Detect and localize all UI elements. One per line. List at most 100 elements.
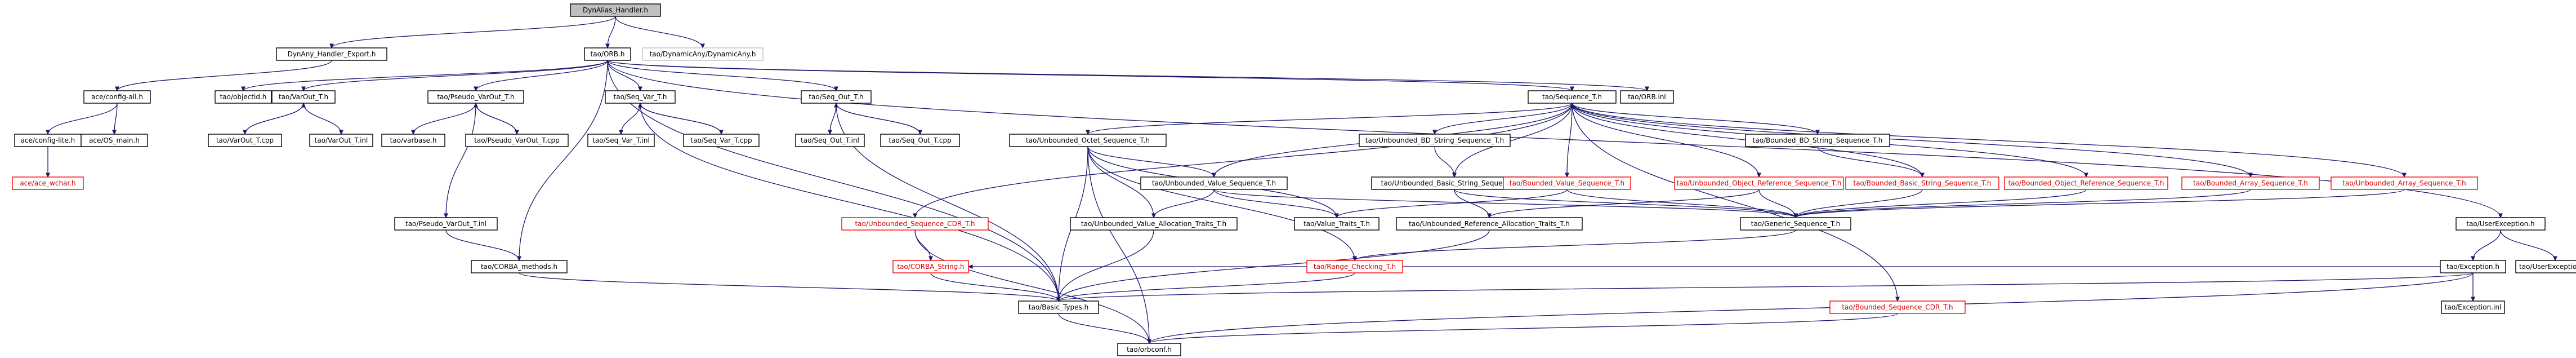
node-unb-seq-cdr[interactable]: tao/Unbounded_Sequence_CDR_T.h: [841, 217, 989, 231]
node-corba-methods[interactable]: tao/CORBA_methods.h: [471, 260, 568, 273]
node-bd-bd-string[interactable]: tao/Bounded_BD_String_Sequence_T.h: [1745, 134, 1890, 147]
node-bd-seq-cdr[interactable]: tao/Bounded_Sequence_CDR_T.h: [1829, 300, 1966, 314]
node-pseudo-varout[interactable]: tao/Pseudo_VarOut_T.h: [427, 90, 524, 104]
node-os-main[interactable]: ace/OS_main.h: [81, 134, 148, 147]
node-exception[interactable]: tao/Exception.h: [2440, 260, 2506, 273]
edge-dynany_export-to-config_all: [115, 60, 332, 92]
node-label: tao/Unbounded_Object_Reference_Sequence_…: [1677, 179, 1842, 187]
node-label: tao/Seq_Out_T.h: [809, 93, 863, 101]
node-label: tao/Exception.inl: [2445, 303, 2502, 311]
edge-orb-to-objectid: [241, 60, 608, 92]
edge-unb_value_seq-to-unb_value_alloc: [1151, 189, 1215, 219]
node-label: tao/UserException.inl: [2519, 263, 2576, 271]
edge-exception-to-exception_inl: [2471, 273, 2475, 302]
edge-unb_basic_string-to-unb_ref_alloc: [1454, 189, 1492, 219]
edge-range_checking-to-basic_types: [1056, 272, 1355, 302]
node-config-all[interactable]: ace/config-all.h: [83, 90, 151, 104]
node-unb-value-alloc[interactable]: tao/Unbounded_Value_Allocation_Traits_T.…: [1070, 217, 1238, 231]
node-sequence[interactable]: tao/Sequence_T.h: [1528, 90, 1617, 104]
edge-config_all-to-os_main: [112, 103, 118, 135]
node-pseudo-varout-inl[interactable]: tao/Pseudo_VarOut_T.inl: [394, 217, 498, 231]
node-seq-var-cpp[interactable]: tao/Seq_Var_T.cpp: [683, 134, 760, 147]
edge-sequence-to-bd_value_seq: [1565, 103, 1573, 178]
node-seq-var-inl[interactable]: tao/Seq_Var_T.inl: [587, 134, 655, 147]
node-seq-var[interactable]: tao/Seq_Var_T.h: [605, 90, 676, 104]
edge-sequence-to-unb_array: [1572, 103, 2407, 178]
edge-seq_out_cpp-to-seq_out: [834, 102, 921, 135]
node-bd-basic-string[interactable]: tao/Bounded_Basic_String_Sequence_T.h: [1845, 176, 1999, 190]
node-label: ace/config-all.h: [91, 93, 143, 101]
edge-sequence-to-bd_seq_cdr: [1572, 103, 1900, 302]
node-range-checking[interactable]: tao/Range_Checking_T.h: [1306, 260, 1403, 273]
node-exception-inl[interactable]: tao/Exception.inl: [2441, 300, 2505, 314]
node-ace-wchar[interactable]: ace/ace_wchar.h: [12, 176, 84, 190]
node-bd-value-seq[interactable]: tao/Bounded_Value_Sequence_T.h: [1503, 176, 1631, 190]
node-label: tao/VarOut_T.inl: [315, 136, 368, 144]
node-varout-cpp[interactable]: tao/VarOut_T.cpp: [208, 134, 282, 147]
edge-sequence-to-bd_array: [1572, 103, 2253, 178]
node-orb-inl[interactable]: tao/ORB.inl: [1620, 90, 1674, 104]
node-unb-array[interactable]: tao/Unbounded_Array_Sequence_T.h: [2331, 176, 2478, 190]
node-corba-string[interactable]: tao/CORBA_String.h: [892, 260, 969, 273]
node-value-traits[interactable]: tao/Value_Traits_T.h: [1294, 217, 1379, 231]
file-nodes: DynAlias_Handler.hDynAny_Handler_Export.…: [12, 3, 2576, 356]
node-label: tao/Seq_Var_T.cpp: [690, 136, 752, 144]
node-varout[interactable]: tao/VarOut_T.h: [271, 90, 336, 104]
node-label: tao/Generic_Sequence_T.h: [1751, 220, 1841, 228]
edge-config_lite-to-ace_wchar: [46, 147, 50, 178]
node-varout-inl[interactable]: tao/VarOut_T.inl: [309, 134, 373, 147]
node-orbconf[interactable]: tao/orbconf.h: [1117, 343, 1181, 356]
node-user-exception-inl[interactable]: tao/UserException.inl: [2515, 260, 2576, 273]
node-label: tao/Unbounded_Value_Allocation_Traits_T.…: [1081, 220, 1226, 228]
node-seq-out[interactable]: tao/Seq_Out_T.h: [801, 90, 872, 104]
node-label: tao/Unbounded_Reference_Allocation_Trait…: [1409, 220, 1570, 228]
node-objectid[interactable]: tao/objectid.h: [215, 90, 272, 104]
edge-unb_objref-to-unb_ref_alloc: [1487, 189, 1760, 219]
node-config-lite[interactable]: ace/config-lite.h: [14, 134, 82, 147]
node-pseudo-varout-cpp[interactable]: tao/Pseudo_VarOut_T.cpp: [465, 134, 569, 147]
edge-orb-to-pseudo_varout: [474, 60, 608, 92]
node-unb-objref[interactable]: tao/Unbounded_Object_Reference_Sequence_…: [1674, 176, 1844, 190]
node-label: tao/Value_Traits_T.h: [1303, 220, 1370, 228]
node-label: tao/ORB.h: [591, 50, 625, 58]
edge-bd_bd_string-to-bd_basic_string: [1817, 146, 1925, 178]
node-label: tao/Pseudo_VarOut_T.h: [437, 93, 514, 101]
node-label: tao/ORB.inl: [1628, 93, 1666, 101]
node-dynamicany[interactable]: tao/DynamicAny/DynamicAny.h: [642, 47, 764, 61]
dependency-edges: [46, 16, 2557, 344]
node-label: tao/orbconf.h: [1127, 346, 1172, 353]
node-label: DynAny_Handler_Export.h: [288, 50, 376, 58]
node-label: tao/Bounded_BD_String_Sequence_T.h: [1753, 136, 1883, 144]
node-unb-ref-alloc[interactable]: tao/Unbounded_Reference_Allocation_Trait…: [1396, 217, 1583, 231]
node-dynany-export[interactable]: DynAny_Handler_Export.h: [276, 47, 387, 61]
edge-unb_seq_cdr-to-corba_string: [914, 229, 933, 262]
node-unb-octet[interactable]: tao/Unbounded_Octet_Sequence_T.h: [1009, 134, 1167, 147]
node-label: tao/Basic_Types.h: [1029, 303, 1088, 311]
edge-unb_octet-to-range_checking: [1087, 146, 1357, 262]
edge-orb-to-corba_methods: [517, 60, 608, 262]
node-basic-types[interactable]: tao/Basic_Types.h: [1018, 300, 1099, 314]
node-user-exception[interactable]: tao/UserException.h: [2456, 217, 2546, 231]
node-label: tao/Pseudo_VarOut_T.inl: [405, 220, 486, 228]
node-label: tao/VarOut_T.cpp: [216, 136, 274, 144]
node-label: tao/DynamicAny/DynamicAny.h: [650, 50, 756, 58]
node-bd-objref[interactable]: tao/Bounded_Object_Reference_Sequence_T.…: [2004, 176, 2168, 190]
edge-root-to-orb: [605, 16, 616, 49]
node-bd-array[interactable]: tao/Bounded_Array_Sequence_T.h: [2181, 176, 2320, 190]
node-root[interactable]: DynAlias_Handler.h: [570, 3, 661, 17]
node-unb-value-seq[interactable]: tao/Unbounded_Value_Sequence_T.h: [1140, 176, 1288, 190]
edge-pseudo_varout-to-pseudo_varout_inl: [444, 103, 476, 219]
node-varbase[interactable]: tao/varbase.h: [381, 134, 445, 147]
node-generic-seq[interactable]: tao/Generic_Sequence_T.h: [1740, 217, 1851, 231]
edge-root-to-dynamicany: [615, 16, 705, 49]
node-label: tao/Unbounded_Array_Sequence_T.h: [2342, 179, 2466, 187]
edge-seq_out-to-seq_out_inl: [828, 103, 837, 135]
edge-bd_objref-to-generic_seq: [1793, 189, 2087, 219]
node-seq-out-cpp[interactable]: tao/Seq_Out_T.cpp: [880, 134, 960, 147]
node-unb-bd-string[interactable]: tao/Unbounded_BD_String_Sequence_T.h: [1359, 134, 1511, 147]
node-label: tao/UserException.h: [2466, 220, 2534, 228]
node-seq-out-inl[interactable]: tao/Seq_Out_T.inl: [795, 134, 865, 147]
node-orb[interactable]: tao/ORB.h: [584, 47, 631, 61]
edge-config_all-to-config_lite: [46, 103, 118, 135]
